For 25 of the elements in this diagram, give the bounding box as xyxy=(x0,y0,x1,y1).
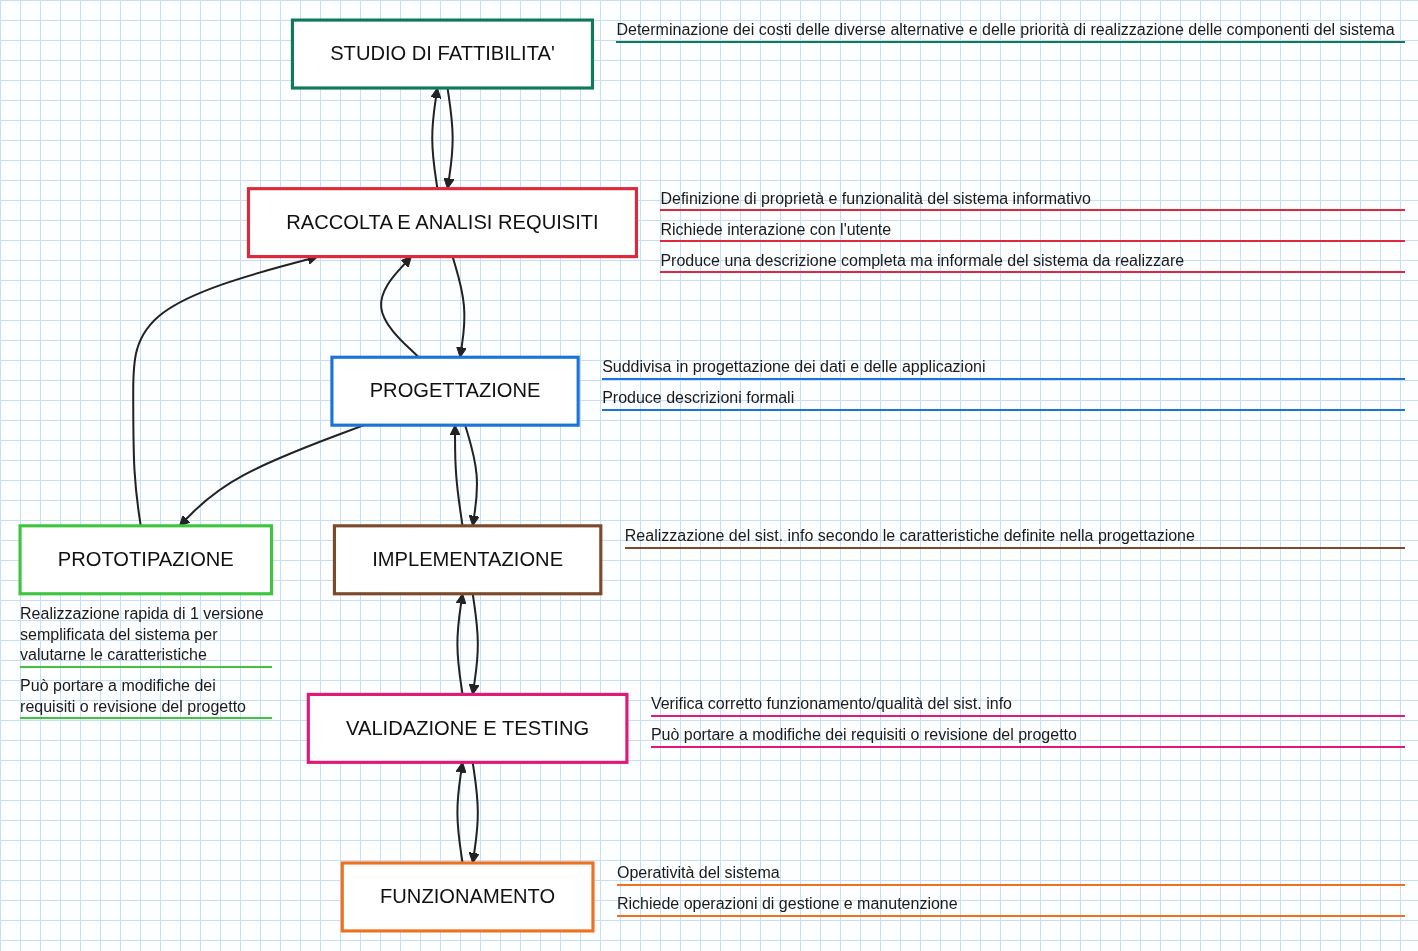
arrow xyxy=(468,762,480,864)
note-text: Produce descrizioni formali xyxy=(602,388,1405,412)
node-box: PROGETTAZIONE xyxy=(330,355,580,427)
node-box: VALIDAZIONE E TESTING xyxy=(306,692,629,764)
note-text: Definizione di proprietà e funzionalità del sistema informativo xyxy=(660,188,1405,212)
node-box: RACCOLTA E ANALISI REQUISITI xyxy=(246,187,638,259)
note-text: Verifica corretto funzionamento/qualità del sist. info xyxy=(650,694,1405,718)
note-text: Operatività del sistema xyxy=(616,863,1405,886)
node-box: FUNZIONAMENTO xyxy=(340,861,595,933)
note-text: Produce una descrizione completa ma informale del sistema da realizzare xyxy=(660,250,1405,274)
node-box: IMPLEMENTAZIONE xyxy=(332,524,603,596)
arrow xyxy=(380,256,420,358)
node-box: PROTOTIPAZIONE xyxy=(18,524,274,596)
note-text: Può portare a modifiche dei requisiti o revisione del progetto xyxy=(650,725,1405,749)
note-text: Richiede operazioni di gestione e manutenzione xyxy=(616,894,1405,917)
note-text: Determinazione dei costi delle diverse alternative e delle priorità di realizzazione delle componenti del sistema xyxy=(616,20,1405,43)
arrow xyxy=(455,593,467,695)
note-text: Realizzazione rapida di 1 versione semplificata del sistema per valutarne le caratteristiche xyxy=(20,603,272,669)
arrow xyxy=(468,593,480,695)
note-text: Può portare a modifiche dei requisiti o revisione del progetto xyxy=(20,675,272,720)
note-text: Suddivisa in progettazione dei dati e delle applicazioni xyxy=(602,357,1405,381)
note-text: Realizzazione del sist. info secondo le caratteristiche definite nella progettazione xyxy=(624,525,1405,549)
node-box: STUDIO DI FATTIBILITA' xyxy=(290,18,595,90)
arrow xyxy=(451,256,468,358)
note-text: Richiede interazione con l'utente xyxy=(660,219,1405,243)
